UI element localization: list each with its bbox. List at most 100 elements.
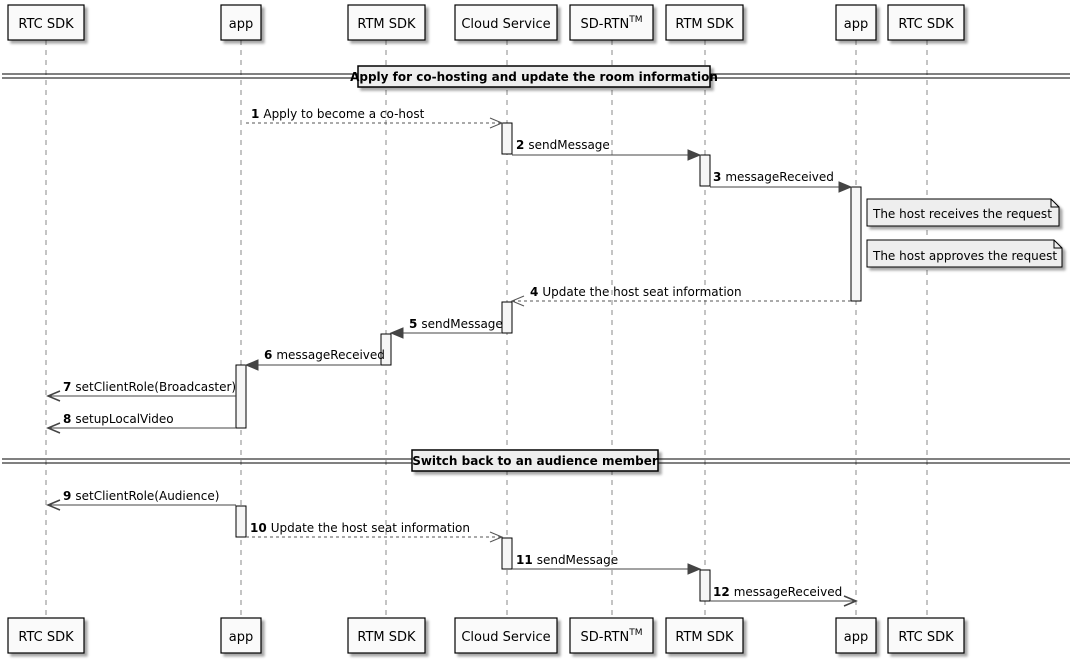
message-6: 6 messageReceived	[244, 348, 385, 371]
message-9: 9 setClientRole(Audience)	[46, 489, 236, 511]
message-4-number: 4	[530, 285, 538, 299]
activation-bars	[235, 122, 862, 602]
message-8-number: 8	[63, 412, 71, 426]
activation-bar	[850, 186, 862, 302]
participant-label: RTM SDK	[675, 17, 734, 32]
divider-1-text: Apply for co-hosting and update the room…	[350, 70, 718, 84]
participant-rtc2-top: RTC SDK	[887, 4, 965, 41]
participant-rtm2-bottom: RTM SDK	[665, 617, 744, 654]
note-1: The host receives the request	[866, 198, 1060, 227]
message-2-label: sendMessage	[528, 138, 609, 152]
activation-bar	[235, 505, 247, 538]
participant-cloud-top: Cloud Service	[454, 4, 558, 41]
participant-label: RTC SDK	[898, 630, 954, 645]
message-11-number: 11	[516, 553, 533, 567]
message-11: 11 sendMessage	[512, 553, 702, 575]
participant-label: app	[229, 630, 253, 645]
message-7: 7 setClientRole(Broadcaster)	[46, 380, 236, 402]
message-7-number: 7	[63, 380, 71, 394]
participant-label: RTC SDK	[898, 17, 954, 32]
message-12-label: messageReceived	[734, 585, 843, 599]
participant-label: RTM SDK	[357, 17, 416, 32]
activation-bar	[699, 569, 711, 602]
participant-app1-top: app	[220, 4, 262, 41]
participant-label: SD-RTNTM	[581, 628, 643, 645]
participant-label: Cloud Service	[461, 17, 550, 32]
message-9-label: setClientRole(Audience)	[75, 489, 219, 503]
activation-bar	[501, 301, 513, 334]
participant-rtc1-bottom: RTC SDK	[7, 617, 85, 654]
note-2-text: The host approves the request	[872, 249, 1057, 263]
message-5: 5 sendMessage	[389, 317, 503, 339]
participant-rtm2-top: RTM SDK	[665, 4, 744, 41]
message-1-label: Apply to become a co-host	[263, 107, 424, 121]
participant-label: RTM SDK	[675, 630, 734, 645]
participant-label: Cloud Service	[461, 630, 550, 645]
divider-1: Apply for co-hosting and update the room…	[2, 65, 1070, 88]
message-10-label: Update the host seat information	[271, 521, 470, 535]
message-2-number: 2	[516, 138, 524, 152]
note-1-text: The host receives the request	[872, 207, 1052, 221]
message-4: 4 Update the host seat information	[510, 285, 851, 307]
participant-label: RTM SDK	[357, 630, 416, 645]
message-8-label: setupLocalVideo	[75, 412, 173, 426]
message-11-label: sendMessage	[537, 553, 618, 567]
activation-bar	[380, 333, 392, 366]
participant-app1-bottom: app	[220, 617, 262, 654]
activation-bar	[501, 122, 513, 155]
participant-sdrtn-bottom: SD-RTNTM	[569, 617, 654, 654]
participant-sdrtn-top: SD-RTNTM	[569, 4, 654, 41]
participant-label-superscript: TM	[628, 628, 642, 638]
message-12: 12 messageReceived	[710, 585, 858, 607]
message-7-label: setClientRole(Broadcaster)	[75, 380, 236, 394]
participant-label: app	[844, 630, 868, 645]
divider-2-text: Switch back to an audience member	[412, 454, 658, 468]
participant-label-superscript: TM	[628, 15, 642, 25]
divider-2: Switch back to an audience member	[2, 449, 1070, 472]
participant-label: SD-RTNTM	[581, 15, 643, 32]
participant-rtm1-bottom: RTM SDK	[347, 617, 426, 654]
message-10: 10 Update the host seat information	[246, 521, 504, 543]
participant-app2-bottom: app	[835, 617, 877, 654]
message-6-number: 6	[264, 348, 272, 362]
message-10-number: 10	[250, 521, 267, 535]
activation-bar	[501, 537, 513, 570]
message-3-number: 3	[713, 170, 721, 184]
message-12-number: 12	[713, 585, 730, 599]
note-2: The host approves the request	[866, 239, 1063, 268]
participant-app2-top: app	[835, 4, 877, 41]
message-4-label: Update the host seat information	[542, 285, 741, 299]
message-5-number: 5	[409, 317, 417, 331]
participant-label: RTC SDK	[18, 17, 74, 32]
message-9-number: 9	[63, 489, 71, 503]
message-5-label: sendMessage	[421, 317, 502, 331]
participant-rtc2-bottom: RTC SDK	[887, 617, 965, 654]
activation-bar	[235, 364, 247, 429]
message-6-label: messageReceived	[276, 348, 385, 362]
participant-rtc1-top: RTC SDK	[7, 4, 85, 41]
participant-cloud-bottom: Cloud Service	[454, 617, 558, 654]
message-1: 1 Apply to become a co-host	[246, 107, 504, 129]
message-8: 8 setupLocalVideo	[46, 412, 236, 434]
message-3: 3 messageReceived	[710, 170, 853, 193]
activation-bar	[699, 154, 711, 187]
participant-label: app	[229, 17, 253, 32]
message-1-number: 1	[251, 107, 259, 121]
message-3-label: messageReceived	[725, 170, 834, 184]
participant-label: app	[844, 17, 868, 32]
message-2: 2 sendMessage	[512, 138, 702, 161]
